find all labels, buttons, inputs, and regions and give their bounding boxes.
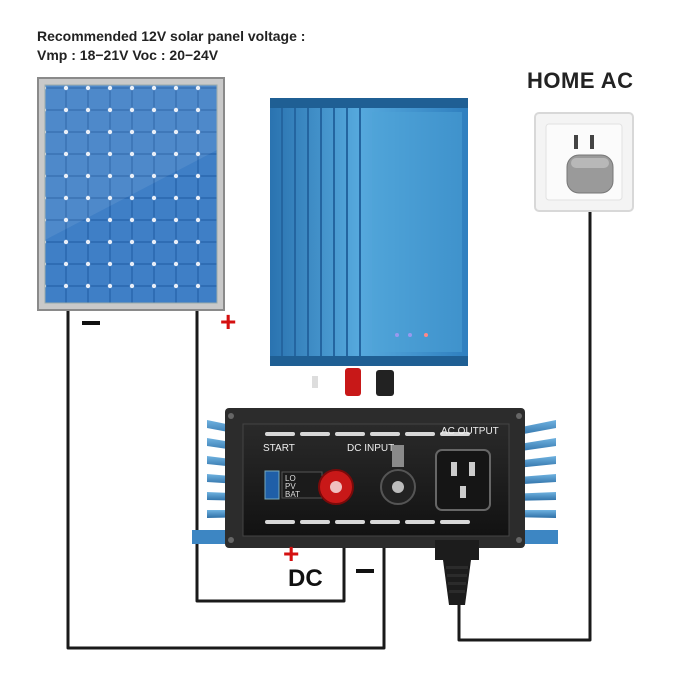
ac-output-label: AC OUTPUT xyxy=(441,426,499,437)
switch-label-lo: LO xyxy=(285,474,296,483)
wires xyxy=(66,196,592,650)
inverter-front-icon xyxy=(192,408,558,548)
start-label: START xyxy=(263,443,295,454)
home-ac-title: HOME AC xyxy=(527,68,634,93)
inverter-top-icon xyxy=(270,98,468,396)
wall-plug-icon xyxy=(566,154,614,194)
recommendation-line-1: Recommended 12V solar panel voltage : xyxy=(37,28,306,44)
switch-label-bat: BAT xyxy=(285,490,300,499)
solar-panel-icon xyxy=(37,77,225,311)
ac-output-wire xyxy=(457,196,592,642)
dc-positive-sign: + xyxy=(283,538,300,569)
panel-negative-wire xyxy=(66,309,386,650)
dc-negative-sign: − xyxy=(356,569,374,573)
panel-positive-sign: + xyxy=(220,306,237,337)
panel-negative-sign: − xyxy=(82,321,100,325)
switch-label-pv: PV xyxy=(285,482,296,491)
dc-input-label: DC INPUT xyxy=(347,443,395,454)
panel-positive-wire xyxy=(195,309,346,603)
ac-plug-icon xyxy=(435,540,479,605)
voltage-spec-line: Vmp : 18−21V Voc : 20−24V xyxy=(37,47,219,63)
dc-label: DC xyxy=(288,565,323,592)
